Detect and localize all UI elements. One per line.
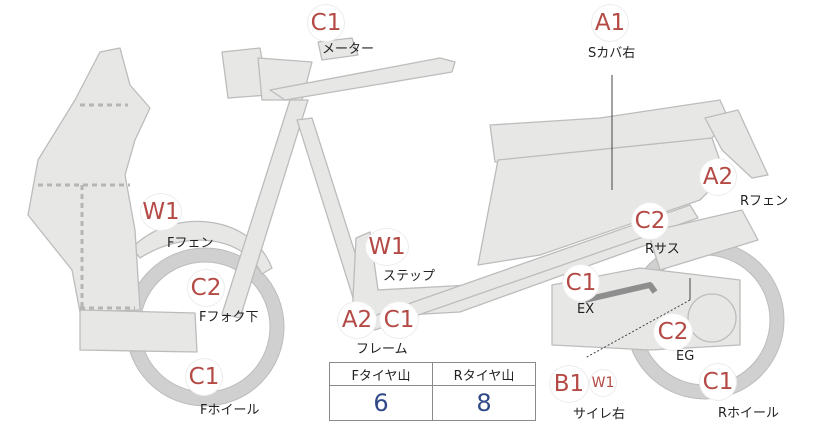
part-label: Sカバ右 [588, 46, 636, 61]
part-code-badge: C1 [186, 359, 222, 395]
front-tire-value: 6 [329, 385, 433, 421]
part-label: Fホイール [200, 403, 260, 418]
part-code-badge: C1 [700, 364, 736, 400]
tire-tread-table: Fタイヤ山 Rタイヤ山 6 8 [329, 362, 536, 421]
front-lower-cover [79, 309, 198, 353]
part-label: Fフェン [167, 236, 214, 251]
part-code-badge: A1 [592, 5, 628, 41]
part-code-badge: C1 [563, 265, 599, 301]
handlebar [269, 57, 456, 101]
part-label: Fフォク下 [199, 310, 259, 325]
front-fork [221, 99, 309, 319]
rear-tire-header: Rタイヤ山 [432, 362, 536, 386]
exhaust-pipe [584, 282, 658, 303]
front-legshield [27, 47, 151, 313]
part-label: EG [676, 349, 695, 364]
part-code-badge: C1 [308, 5, 344, 41]
part-label: Rホイール [718, 406, 780, 421]
part-code-badge: W1 [366, 229, 408, 265]
part-label: Rサス [645, 242, 680, 257]
part-code-badge: C2 [188, 270, 224, 306]
part-label: フレーム [356, 342, 408, 357]
rear-fender [704, 109, 769, 179]
part-label: ステップ [383, 269, 436, 284]
part-label: サイレ右 [573, 407, 626, 422]
front-tire-header: Fタイヤ山 [329, 362, 433, 386]
part-code-badge: A2 [700, 159, 736, 195]
part-label: EX [577, 302, 595, 317]
part-code-badge: C1 [380, 302, 418, 338]
part-code-badge: W1 [141, 194, 181, 230]
part-code-badge: C2 [632, 203, 668, 239]
part-code-badge: A2 [338, 302, 376, 338]
part-code-badge: C2 [654, 314, 692, 350]
side-cover [477, 137, 726, 266]
rear-suspension [647, 209, 759, 271]
part-code-badge: W1 [590, 370, 616, 396]
meter [317, 37, 359, 61]
part-label: メーター [322, 42, 375, 57]
part-label: Rフェン [740, 194, 789, 209]
rear-tire-value: 8 [432, 385, 536, 421]
part-code-badge: B1 [550, 366, 588, 402]
